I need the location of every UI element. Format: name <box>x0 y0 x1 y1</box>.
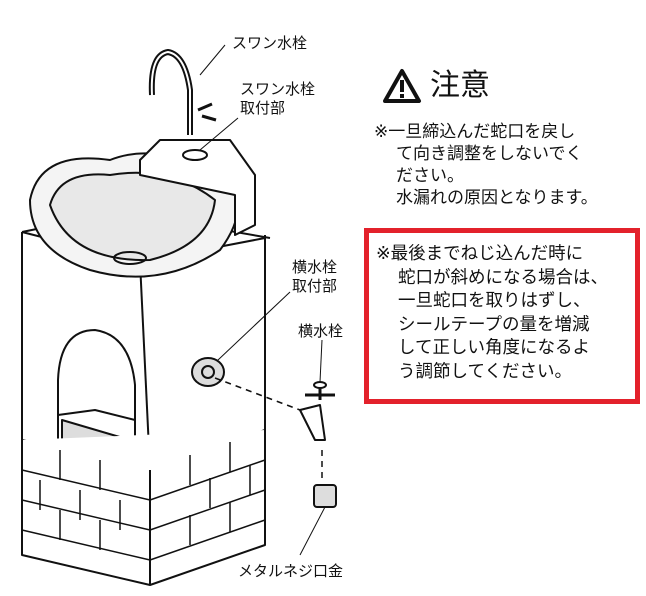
note2-line: ※最後までねじ込んだ時に <box>376 244 584 264</box>
note1-line: て向き調整をしないでく <box>396 144 583 164</box>
note2-line: して正しい角度になるよ <box>398 338 590 358</box>
label-metal-fitting: メタルネジ口金 <box>238 562 344 580</box>
caution-note-2: ※最後までねじ込んだ時に 蛇口が斜めになる場合は、 一旦蛇口を取りはずし、 シー… <box>376 243 608 384</box>
label-side-faucet: 横水栓 <box>298 322 344 340</box>
note2-line: 一旦蛇口を取りはずし、 <box>398 291 591 311</box>
note2-line: 蛇口が斜めになる場合は、 <box>398 267 608 288</box>
label-swan-faucet: スワン水栓 <box>232 34 308 52</box>
note1-line: 水漏れの原因となります。 <box>396 188 598 208</box>
caution-note-1: ※一旦締込んだ蛇口を戻し て向き調整をしないでく ださい。 水漏れの原因となりま… <box>374 121 598 209</box>
label-side-mount-1: 横水栓 <box>292 258 338 276</box>
label-swan-mount-1: スワン水栓 <box>240 80 316 98</box>
note2-line: う調節してください。 <box>398 361 572 382</box>
label-swan-mount-2: 取付部 <box>240 99 286 117</box>
caution-heading: 注意 <box>382 66 490 106</box>
label-side-mount-2: 取付部 <box>292 277 338 295</box>
highlight-box <box>364 228 640 404</box>
warning-triangle-icon <box>383 69 421 103</box>
note2-line: シールテープの量を増減 <box>398 314 590 335</box>
caution-title: 注意 <box>430 68 490 103</box>
note1-line: ※一旦締込んだ蛇口を戻し <box>374 122 576 142</box>
note1-line: ださい。 <box>396 166 464 186</box>
